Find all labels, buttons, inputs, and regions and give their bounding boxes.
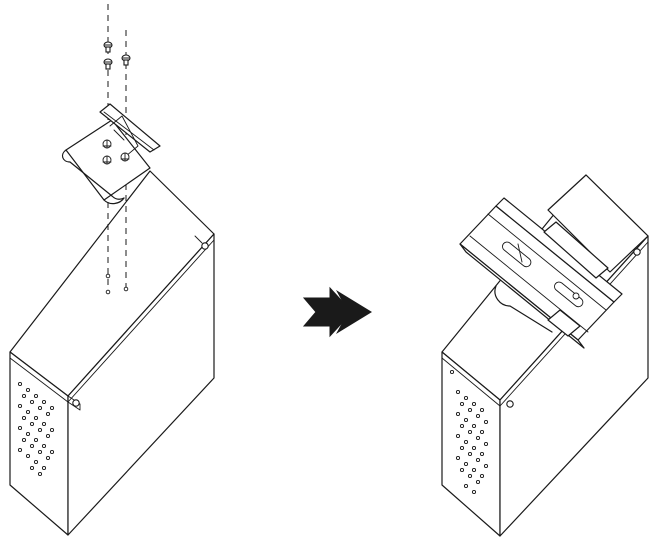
lid-screw-icon — [506, 400, 514, 408]
screws — [103, 41, 131, 70]
mount-hole-icon — [123, 286, 129, 292]
vent-holes — [449, 369, 489, 495]
mount-hole-icon — [105, 289, 111, 295]
clip-hole-icon — [102, 139, 112, 149]
step-after-assembly — [441, 174, 649, 537]
enclosure-right — [441, 174, 649, 537]
mount-hole-icon — [105, 273, 111, 279]
clip-hole-icon — [120, 152, 130, 162]
vent-holes — [17, 381, 55, 477]
screw-icon — [103, 58, 113, 70]
clip-hole-icon — [102, 155, 112, 165]
rail-slot-icon — [554, 281, 584, 308]
enclosure-side-face — [67, 233, 215, 536]
right-arrow-icon — [302, 286, 372, 338]
screw-icon — [103, 41, 113, 53]
din-rail-clip-left — [61, 103, 161, 205]
din-rail-clip-right — [494, 221, 609, 337]
screw-icon — [121, 54, 131, 66]
lid-screw-icon — [72, 399, 80, 407]
lid-screw-icon — [633, 248, 641, 256]
enclosure-left — [9, 170, 215, 536]
lid-screw-icon — [201, 242, 209, 250]
step-before-assembly — [9, 4, 215, 536]
